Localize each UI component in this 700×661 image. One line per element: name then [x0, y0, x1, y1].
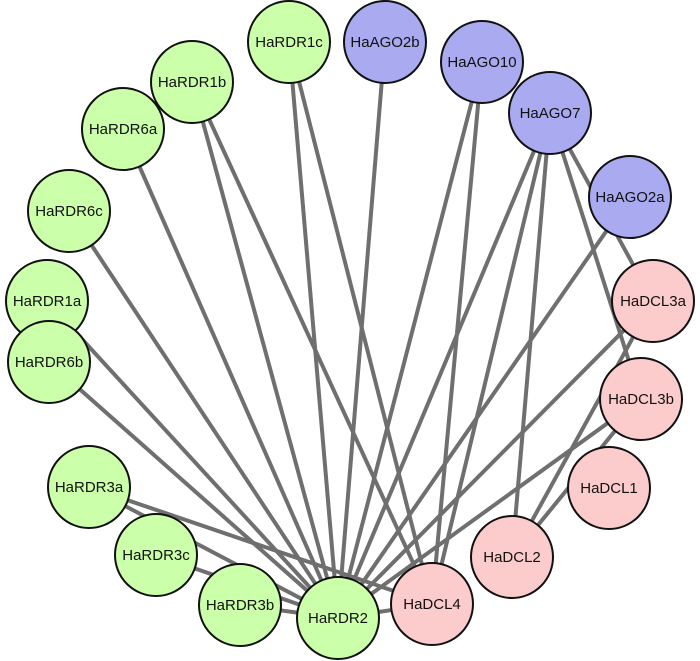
node-circle-HaRDR6c[interactable]	[27, 169, 111, 253]
node-circle-HaDCL4[interactable]	[390, 562, 474, 646]
node-HaDCL3a[interactable]: HaDCL3a	[611, 259, 695, 343]
edge-HaDCL3a-HaDCL2	[510, 299, 655, 559]
nodes-layer: HaRDR1c HaAGO2bHaAGO10HaRDR1bHaAGO7HaRDR6…	[5, 0, 695, 660]
node-circle-HaDCL1[interactable]	[567, 446, 651, 530]
edge-HaDCL3a-HaRDR2	[336, 299, 655, 620]
edge-HaRDR3a-HaDCL4	[87, 485, 434, 606]
node-label-HaRDR6a: HaRDR6a	[89, 121, 158, 138]
node-circle-HaDCL2[interactable]	[470, 515, 554, 599]
node-circle-HaAGO2a[interactable]	[588, 155, 672, 239]
node-circle-HaAGO10[interactable]	[440, 20, 524, 104]
edge-HaAGO7-HaDCL2	[510, 111, 552, 559]
node-label-HaRDR6b: HaRDR6b	[15, 354, 83, 371]
node-HaRDR6c[interactable]: HaRDR6c	[27, 169, 111, 253]
node-circle-HaRDR1c[interactable]	[247, 0, 331, 84]
node-HaRDR6a[interactable]: HaRDR6a	[81, 87, 165, 171]
node-label-HaDCL4: HaDCL4	[403, 596, 461, 613]
node-label-HaRDR3c: HaRDR3c	[122, 547, 190, 564]
node-label-HaDCL1: HaDCL1	[580, 480, 638, 497]
node-label-HaRDR3a: HaRDR3a	[55, 479, 124, 496]
node-circle-HaRDR3c[interactable]	[114, 513, 198, 597]
node-HaRDR1a[interactable]: HaRDR1a	[5, 259, 89, 343]
node-label-HaAGO2b: HaAGO2b	[350, 34, 419, 51]
node-circle-HaRDR6a[interactable]	[81, 87, 165, 171]
node-HaRDR3b[interactable]: HaRDR3b	[198, 563, 282, 647]
node-HaRDR1b[interactable]: HaRDR1b	[150, 40, 234, 124]
node-HaAGO10[interactable]: HaAGO10	[440, 20, 524, 104]
edge-HaRDR3a-HaRDR2	[87, 485, 340, 620]
node-HaRDR6b[interactable]: HaRDR6b	[7, 320, 91, 404]
node-HaDCL4[interactable]: HaDCL4	[390, 562, 474, 646]
node-label-HaDCL3b: HaDCL3b	[608, 391, 674, 408]
node-label-HaAGO7: HaAGO7	[520, 105, 581, 122]
edge-HaDCL3b-HaRDR2	[336, 397, 643, 620]
node-label-HaDCL2: HaDCL2	[483, 549, 541, 566]
node-label-HaRDR1c: HaRDR1c	[255, 34, 323, 51]
node-HaDCL3b[interactable]: HaDCL3b	[599, 357, 683, 441]
edge-HaRDR1a-HaRDR2	[45, 299, 340, 620]
node-label-HaDCL3a: HaDCL3a	[620, 293, 687, 310]
node-circle-HaRDR3a[interactable]	[47, 445, 131, 529]
edge-HaAGO7-HaDCL4	[430, 111, 552, 606]
node-circle-HaAGO2b[interactable]	[343, 0, 427, 84]
node-HaRDR3a[interactable]: HaRDR3a	[47, 445, 131, 529]
edge-HaRDR6b-HaRDR2	[47, 360, 340, 620]
node-label-HaRDR3b: HaRDR3b	[206, 597, 274, 614]
node-label-HaRDR1a: HaRDR1a	[13, 293, 82, 310]
edge-HaRDR1b-HaRDR2	[190, 80, 340, 620]
edge-HaRDR6c-HaRDR2	[67, 209, 340, 620]
node-HaDCL2[interactable]: HaDCL2	[470, 515, 554, 599]
node-HaAGO2b[interactable]: HaAGO2b	[343, 0, 427, 84]
node-circle-HaRDR3b[interactable]	[198, 563, 282, 647]
node-label-HaAGO10: HaAGO10	[447, 54, 516, 71]
node-HaAGO7[interactable]: HaAGO7	[508, 71, 592, 155]
node-label-HaRDR1b: HaRDR1b	[158, 74, 226, 91]
edge-HaAGO2a-HaRDR2	[336, 195, 632, 620]
node-circle-HaAGO7[interactable]	[508, 71, 592, 155]
node-label-HaAGO2a: HaAGO2a	[595, 189, 665, 206]
node-circle-HaRDR2[interactable]	[296, 576, 380, 660]
node-HaRDR1c[interactable]: HaRDR1c	[247, 0, 331, 84]
node-HaRDR3c[interactable]: HaRDR3c	[114, 513, 198, 597]
node-HaAGO2a[interactable]: HaAGO2a	[588, 155, 672, 239]
node-circle-HaDCL3b[interactable]	[599, 357, 683, 441]
edge-HaAGO10-HaRDR2	[336, 60, 484, 620]
edge-HaAGO7-HaRDR2	[336, 111, 552, 620]
node-label-HaRDR6c: HaRDR6c	[35, 203, 103, 220]
node-circle-HaRDR6b[interactable]	[7, 320, 91, 404]
node-circle-HaRDR1b[interactable]	[150, 40, 234, 124]
node-HaDCL1[interactable]: HaDCL1	[567, 446, 651, 530]
edge-HaRDR1c-HaDCL4	[287, 40, 434, 606]
node-label-HaRDR2: HaRDR2	[308, 610, 368, 627]
node-HaRDR2[interactable]: HaRDR2	[296, 576, 380, 660]
edge-HaAGO10-HaDCL4	[430, 60, 484, 606]
edge-HaRDR1c-HaRDR2	[287, 40, 340, 620]
node-circle-HaDCL3a[interactable]	[611, 259, 695, 343]
edge-HaRDR6a-HaRDR2	[121, 127, 340, 620]
edge-HaRDR1b-HaDCL4	[190, 80, 434, 606]
